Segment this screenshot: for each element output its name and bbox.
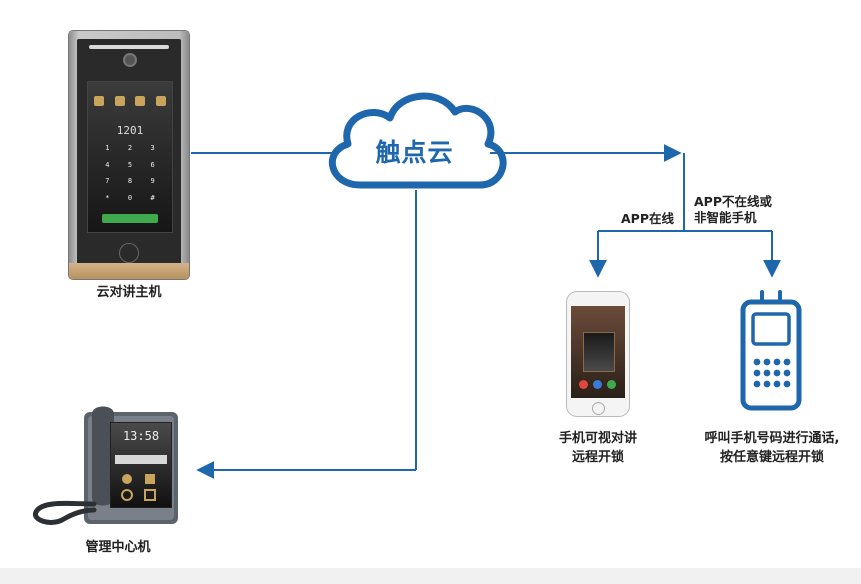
door-station-base — [69, 263, 189, 279]
mgmt-label: 管理中心机 — [85, 540, 151, 555]
keypad: 1 2 3 4 5 6 7 8 9 * 0 # — [96, 144, 164, 206]
call-button — [102, 214, 158, 223]
smartphone-device — [567, 292, 629, 416]
menu-icon — [94, 96, 104, 106]
phone-caption-1: 手机可视对讲 — [558, 431, 637, 446]
mgmt-brand-bar — [115, 455, 167, 464]
mgmt-menu-icons — [121, 474, 156, 501]
hangup-icon — [579, 380, 588, 389]
app-offline-label-2: 非智能手机 — [694, 210, 757, 225]
key: # — [150, 193, 155, 202]
phone-screen — [571, 306, 625, 398]
door-speaker-slot — [89, 45, 169, 49]
card-reader-icon — [119, 243, 139, 263]
door-video-image — [583, 332, 615, 372]
app-online-label: APP在线 — [621, 211, 674, 226]
mgmt-screen: 13:58 — [110, 422, 172, 508]
key: 8 — [127, 177, 133, 185]
mobile-phone-icon — [740, 290, 802, 411]
key: * — [105, 193, 110, 202]
key: 2 — [127, 144, 133, 152]
mobile-caption-1: 呼叫手机号码进行通话, — [704, 431, 840, 446]
key: 4 — [105, 160, 110, 169]
unlock-icon — [593, 380, 602, 389]
key: 1 — [105, 144, 110, 152]
home-button-icon — [592, 402, 605, 415]
app-offline-label-1: APP不在线或 — [694, 194, 772, 209]
phone-caption-2: 远程开锁 — [571, 450, 624, 465]
mgmt-clock: 13:58 — [122, 429, 160, 443]
menu-icon — [135, 96, 146, 106]
door-station-panel: 1201 1 2 3 4 5 6 7 8 9 * 0 # — [77, 39, 181, 275]
key: 9 — [150, 177, 155, 185]
door-station-label: 云对讲主机 — [96, 285, 162, 300]
camera-icon — [123, 53, 137, 67]
door-station-screen: 1201 1 2 3 4 5 6 7 8 9 * 0 # — [87, 81, 173, 233]
key: 7 — [105, 177, 110, 185]
mobile-caption-2: 按任意键远程开锁 — [719, 450, 824, 465]
room-number: 1201 — [116, 124, 144, 137]
answer-icon — [607, 380, 616, 389]
cloud-label: 触点云 — [375, 138, 454, 167]
door-menu-icons — [94, 96, 166, 116]
key: 6 — [150, 160, 155, 169]
menu-icon — [155, 96, 166, 106]
door-station-device: 1201 1 2 3 4 5 6 7 8 9 * 0 # — [69, 31, 189, 279]
menu-icon — [114, 96, 125, 106]
cloud-shape — [328, 92, 507, 189]
bottom-band — [0, 568, 861, 584]
key: 5 — [127, 160, 133, 169]
key: 3 — [150, 144, 155, 152]
key: 0 — [127, 193, 133, 202]
